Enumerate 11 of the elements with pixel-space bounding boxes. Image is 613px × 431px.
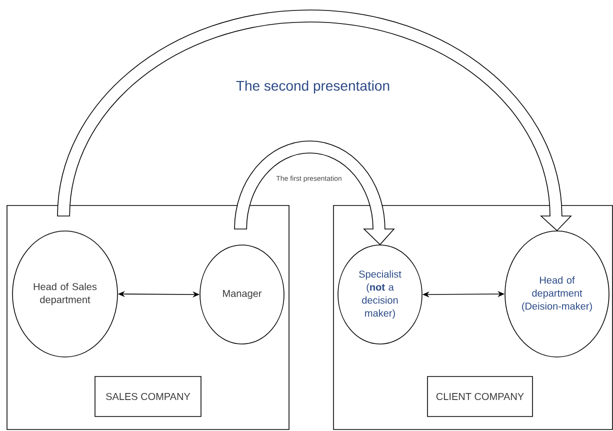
label-box: CLIENT COMPANY <box>427 376 533 417</box>
block-arrow <box>234 140 394 245</box>
ellipse-node: Specialist (not a decision maker) <box>338 244 422 344</box>
ellipse-node: Manager <box>200 244 284 344</box>
company-frame <box>333 205 613 430</box>
block-arrow <box>57 10 572 231</box>
company-frame <box>6 205 290 430</box>
edge-label: The second presentation <box>236 80 390 94</box>
ellipse-node: Head of department (Deision-maker) <box>504 230 610 358</box>
label-box: SALES COMPANY <box>94 376 202 417</box>
ellipse-node: Head of Sales department <box>12 230 118 358</box>
